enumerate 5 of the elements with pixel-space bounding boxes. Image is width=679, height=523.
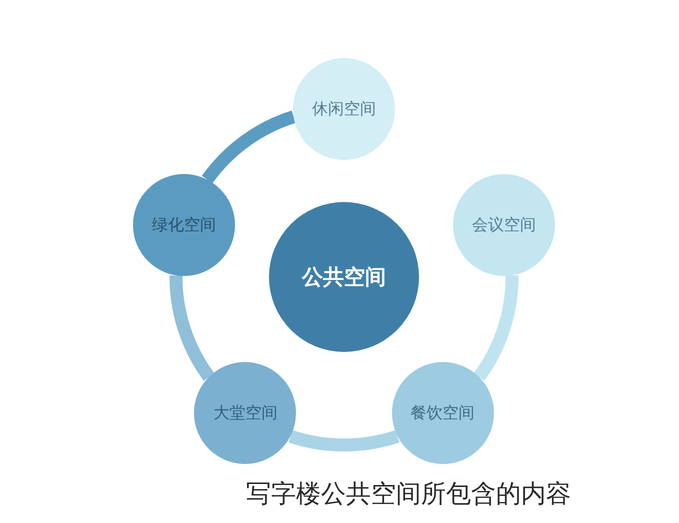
ring-arc-connector (170, 275, 214, 381)
ring-arc-connector (288, 430, 400, 452)
ring-arc-connector (474, 275, 518, 381)
caption: 写字楼公共空间所包含的内容 (246, 478, 571, 510)
ring-arc-connector (202, 110, 296, 184)
